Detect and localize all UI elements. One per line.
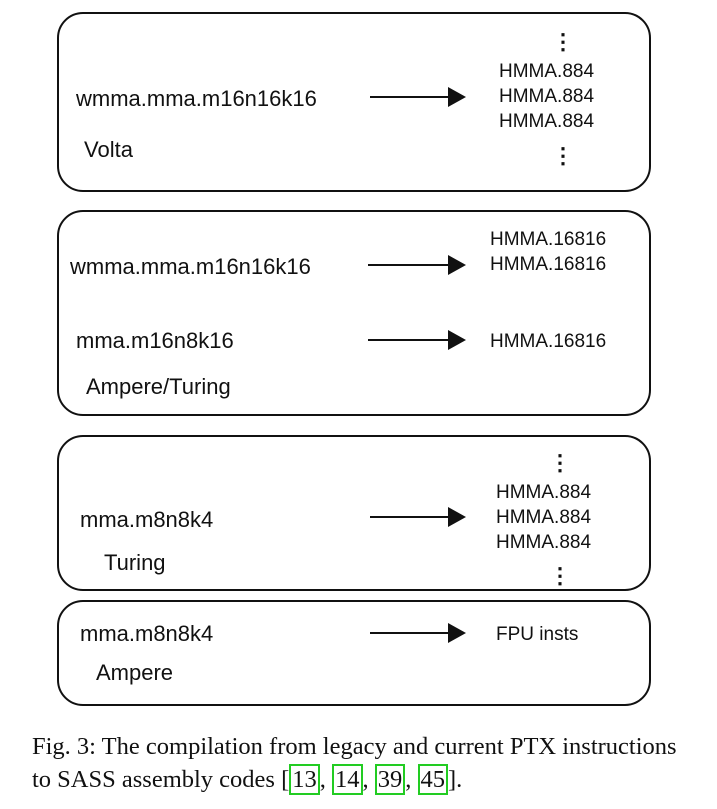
ampere-turing-arrow-2 — [368, 330, 466, 350]
ampere-turing-sass-1: HMMA.16816 — [490, 229, 607, 250]
volta-ellipsis-top: ⋮ — [552, 29, 574, 54]
turing-compile-arrow — [370, 507, 466, 527]
turing-arch-label: Turing — [104, 550, 166, 575]
ampere-box — [57, 600, 651, 706]
volta-ptx-instruction: wmma.mma.m16n16k16 — [76, 86, 317, 111]
ampere-sass-fpu: FPU insts — [496, 624, 579, 645]
turing-box — [57, 435, 651, 591]
citation-link-4[interactable]: 45 — [417, 764, 448, 795]
volta-sass-1: HMMA.884 — [499, 61, 595, 82]
turing-sass-2: HMMA.884 — [496, 507, 592, 528]
caption-separator: , — [405, 766, 418, 793]
ampere-turing-sass-3: HMMA.16816 — [490, 331, 607, 352]
caption-suffix: ]. — [448, 766, 463, 793]
turing-ellipsis-top: ⋮ — [549, 450, 571, 475]
volta-box — [57, 12, 651, 192]
turing-ellipsis-bottom: ⋮ — [549, 563, 571, 588]
ampere-compile-arrow — [370, 623, 466, 643]
caption-separator: , — [362, 766, 375, 793]
ampere-turing-arrow-1 — [368, 255, 466, 275]
figure-caption: Fig. 3: The compilation from legacy and … — [32, 730, 692, 796]
ampere-turing-arch-label: Ampere/Turing — [86, 374, 231, 399]
ampere-arch-label: Ampere — [96, 660, 174, 685]
caption-separator: , — [319, 766, 332, 793]
citation-link-2[interactable]: 14 — [332, 764, 363, 795]
ampere-turing-sass-2: HMMA.16816 — [490, 254, 607, 275]
ampere-ptx-instruction: mma.m8n8k4 — [80, 621, 214, 646]
turing-sass-3: HMMA.884 — [496, 532, 592, 553]
volta-sass-3: HMMA.884 — [499, 111, 595, 132]
volta-sass-2: HMMA.884 — [499, 86, 595, 107]
volta-ellipsis-bottom: ⋮ — [552, 143, 574, 168]
volta-arch-label: Volta — [84, 137, 133, 162]
ampere-turing-box — [57, 210, 651, 416]
citation-link-1[interactable]: 13 — [289, 764, 320, 795]
turing-ptx-instruction: mma.m8n8k4 — [80, 507, 214, 532]
ampere-turing-ptx-wmma: wmma.mma.m16n16k16 — [70, 254, 311, 279]
ampere-turing-ptx-mma: mma.m16n8k16 — [76, 328, 234, 353]
caption-text: Fig. 3: The compilation from legacy and … — [32, 733, 677, 793]
volta-compile-arrow — [370, 87, 466, 107]
turing-sass-1: HMMA.884 — [496, 482, 592, 503]
citation-link-3[interactable]: 39 — [374, 764, 406, 795]
